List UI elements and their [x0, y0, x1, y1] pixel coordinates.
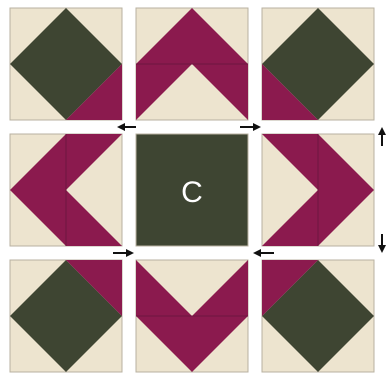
block-bottom-left [10, 260, 122, 372]
arrow-upper-right [240, 123, 261, 131]
block-top-left [10, 8, 122, 120]
arrow-edge-upper [378, 127, 386, 146]
block-middle-right [262, 134, 374, 246]
arrow-lower-left [113, 249, 134, 257]
arrow-lower-right [253, 249, 274, 257]
block-top-right [262, 8, 374, 120]
block-center: C [136, 134, 248, 246]
arrow-edge-lower [378, 234, 386, 253]
block-top-center [136, 8, 248, 120]
center-label: C [181, 176, 203, 209]
arrow-upper-left [117, 123, 136, 131]
block-bottom-center [136, 260, 248, 372]
block-middle-left [10, 134, 122, 246]
block-bottom-right [262, 260, 374, 372]
